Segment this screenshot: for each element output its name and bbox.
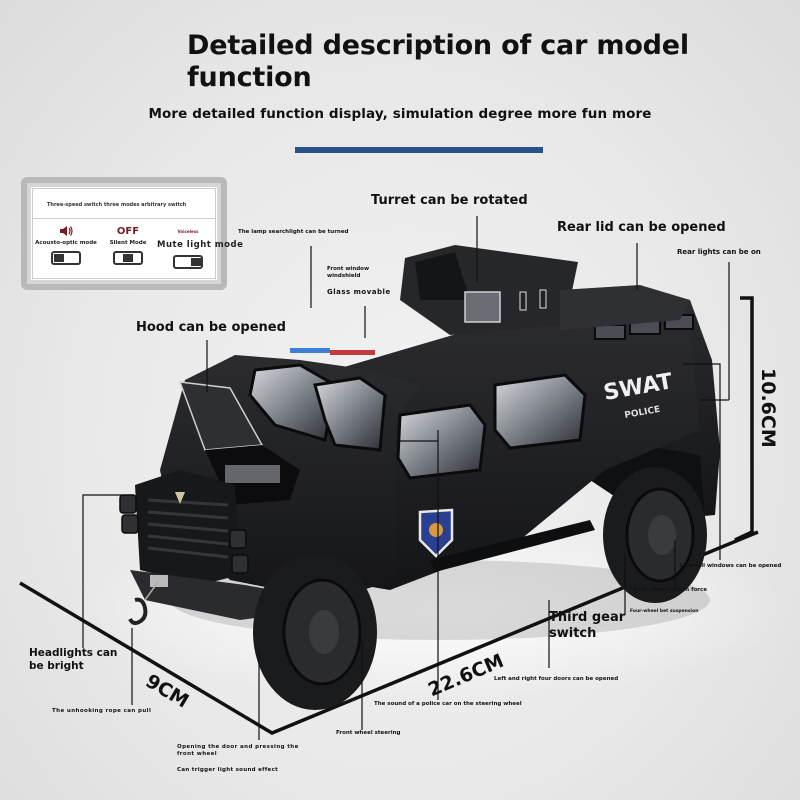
callout-searchlight: The lamp searchlight can be turned [238,229,349,235]
front-grille [135,470,240,585]
mode-toggle-silent[interactable] [113,251,143,265]
page-title: Detailed description of car model functi… [187,30,689,93]
callout-trigger-effect: Can trigger light sound effect [177,767,279,773]
switch-panel-heading: Three-speed switch three modes arbitrary… [33,189,215,219]
callout-rear-wheel: Rear wheel return force [633,587,707,593]
mode-acousto-optic: Acousto-optic mode [35,225,97,265]
mode-mute-light: Voiceless Mute light mode [157,225,243,269]
callout-police-sound: The sound of a police car on the steerin… [374,701,522,707]
callout-front-steering: Front wheel steering [336,730,401,736]
callout-door-press: Opening the door and pressing the front … [177,744,299,757]
callout-hood: Hood can be opened [136,320,286,335]
callout-glass-movable: Glass movable [327,288,391,296]
speaker-icon [35,225,97,238]
callout-third-gear: Third gear switch [549,610,626,642]
turret [400,245,578,335]
dimension-lines [19,296,759,735]
rear-wheel [603,467,707,603]
callout-rear-lights: Rear lights can be on [677,248,761,256]
page-subtitle: More detailed function display, simulati… [148,106,652,122]
mode-toggle-acousto[interactable] [51,251,81,265]
callout-rear-lid: Rear lid can be opened [557,220,726,235]
callout-leader-lines [82,216,730,740]
callout-rope: The unhooking rope can pull [52,708,152,714]
callout-windshield: Front window windshield [327,266,370,279]
dimension-height: 10.6CM [757,368,779,448]
mode-silent: OFF Silent Mode [97,225,159,265]
front-wheel [253,554,377,710]
callout-four-doors: Left and right four doors can be opened [494,676,619,682]
title-underline [295,147,543,153]
voiceless-indicator: Voiceless [177,229,199,234]
callout-turret: Turret can be rotated [371,193,528,208]
callout-suspension: Four-wheel bet suspension [630,609,699,614]
off-indicator: OFF [116,226,140,237]
callout-headlights: Headlights can be bright [29,647,118,673]
switch-mode-panel: Three-speed switch three modes arbitrary… [21,177,243,290]
police-badge [418,508,454,558]
callout-small-windows: 11 small windows can be opened [679,563,782,569]
mode-toggle-mute-light[interactable] [173,255,203,269]
